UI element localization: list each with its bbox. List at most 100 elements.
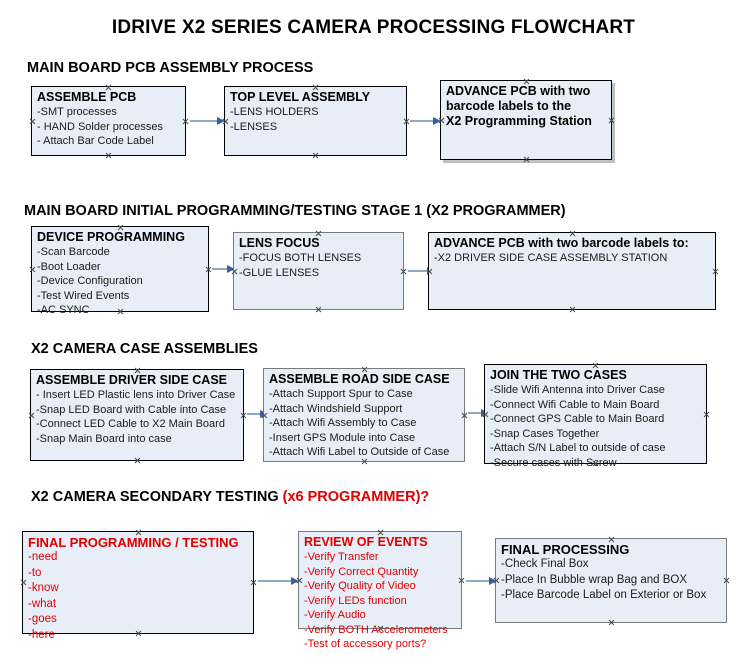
box-device-programming[interactable]: DEVICE PROGRAMMING -Scan Barcode -Boot L… [29, 226, 209, 316]
box-title: DEVICE PROGRAMMING [37, 230, 185, 244]
connection-handle-left[interactable] [28, 412, 35, 419]
box-line: -Boot Loader [37, 260, 101, 273]
box-line: -Attach Wifi Label to Outside of Case [269, 446, 450, 458]
box-line: -LENS HOLDERS [230, 106, 319, 118]
box-title: FINAL PROGRAMMING / TESTING [28, 535, 239, 550]
box-final-programming-testing[interactable]: FINAL PROGRAMMING / TESTING -need -to -k… [20, 531, 254, 641]
box-title: FINAL PROCESSING [501, 542, 630, 557]
arrow-device-programming-to-lens-focus [212, 265, 235, 273]
connection-handle-bottom[interactable] [312, 152, 319, 159]
section-header-text: X2 CAMERA SECONDARY TESTING [31, 489, 283, 505]
box-assemble-driver-side-case[interactable]: ASSEMBLE DRIVER SIDE CASE - Insert LED P… [30, 369, 244, 461]
arrow-top-level-assembly-to-advance-pcb [410, 117, 441, 125]
connection-handle-bottom[interactable] [315, 306, 322, 313]
box-assemble-road-side-case[interactable]: ASSEMBLE ROAD SIDE CASE -Attach Support … [263, 368, 465, 462]
section-header-x2-camera-secondary-testing: X2 CAMERA SECONDARY TESTING (x6 PROGRAMM… [31, 489, 429, 505]
box-line: -Connect GPS Cable to Main Board [490, 413, 665, 425]
connection-handle-bottom[interactable] [105, 152, 112, 159]
box-line: -AC SYNC [37, 304, 90, 316]
box-title: ASSEMBLE DRIVER SIDE CASE [36, 373, 228, 387]
arrow-road-side-to-join-cases [468, 409, 489, 417]
box-title: ASSEMBLE ROAD SIDE CASE [269, 372, 450, 386]
box-line: -need [28, 551, 58, 563]
connection-handle-right[interactable] [712, 268, 719, 275]
connection-handle-left[interactable] [29, 118, 36, 125]
box-line: -Connect Wifi Cable to Main Board [490, 398, 660, 411]
box-line: -Verify Quality of Video [304, 580, 416, 592]
box-line: -Attach Support Spur to Case [269, 388, 413, 400]
box-title: JOIN THE TWO CASES [490, 368, 627, 382]
box-line: -X2 DRIVER SIDE CASE ASSEMBLY STATION [434, 252, 668, 264]
section-header-text: X2 CAMERA CASE ASSEMBLIES [31, 341, 258, 357]
connection-handle-bottom[interactable] [569, 306, 576, 313]
section-header-text: MAIN BOARD INITIAL PROGRAMMING/TESTING S… [24, 203, 566, 219]
box-title: REVIEW OF EVENTS [304, 535, 428, 549]
box-top-level-assembly[interactable]: TOP LEVEL ASSEMBLY -LENS HOLDERS -LENSES [224, 86, 407, 156]
connection-handle-bottom[interactable] [523, 156, 530, 163]
box-line: -FOCUS BOTH LENSES [239, 252, 362, 264]
box-advance-pcb-driver-side-case[interactable]: ADVANCE PCB with two barcode labels to: … [428, 232, 716, 310]
box-line: -Check Final Box [501, 558, 589, 570]
section-header-text: MAIN BOARD PCB ASSEMBLY PROCESS [27, 60, 314, 76]
arrow-assemble-pcb-to-top-level-assembly [190, 117, 225, 125]
box-line: -know [28, 582, 59, 594]
box-advance-pcb-programming-station[interactable]: ADVANCE PCB with two barcode labels to t… [440, 80, 612, 160]
arrow-driver-side-to-road-side [247, 410, 268, 418]
box-line: -Scan Barcode [37, 246, 110, 258]
box-line: -Snap Main Board into case [36, 432, 172, 445]
connection-handle-bottom[interactable] [134, 457, 141, 464]
box-line: - Insert LED Plastic lens into Driver Ca… [36, 389, 236, 401]
box-final-processing[interactable]: FINAL PROCESSING -Check Final Box -Place… [495, 538, 727, 623]
arrow-final-programming-to-review-of-events [258, 577, 299, 585]
section-header-main-board-pcb-assembly: MAIN BOARD PCB ASSEMBLY PROCESS [27, 60, 313, 76]
box-line: -here [28, 628, 55, 641]
box-lens-focus[interactable]: LENS FOCUS -FOCUS BOTH LENSES -GLUE LENS… [233, 232, 404, 310]
box-line: -Attach Windshield Support [269, 402, 403, 415]
box-line: -Place In Bubble wrap Bag and BOX [501, 573, 688, 586]
box-title: ASSEMBLE PCB [37, 90, 137, 104]
connection-handle-left[interactable] [29, 266, 36, 273]
box-line: -Place Barcode Label on Exterior or Box [501, 589, 707, 601]
box-line: X2 Programming Station [446, 114, 592, 128]
box-line: -Snap LED Board with Cable into Case [36, 403, 227, 416]
arrow-lens-focus-to-advance-pcb [408, 267, 435, 275]
page-title: IDRIVE X2 SERIES CAMERA PROCESSING FLOWC… [111, 17, 636, 38]
box-line: -Attach Wifi Assembly to Case [269, 417, 417, 429]
box-title: ADVANCE PCB with two barcode labels to: [434, 236, 689, 250]
box-line: -Test Wired Events [37, 289, 130, 302]
box-line: -Attach S/N Label to outside of case [490, 442, 666, 454]
box-title: TOP LEVEL ASSEMBLY [230, 90, 371, 104]
box-line: -Verify Audio [304, 609, 366, 621]
box-line: - Attach Bar Code Label [37, 135, 154, 147]
box-line: -goes [28, 613, 57, 625]
section-header-accent: (x6 PROGRAMMER)? [282, 489, 430, 505]
box-line: -Secure cases with Screw [490, 456, 617, 469]
box-assemble-pcb[interactable]: ASSEMBLE PCB -SMT processes - HAND Solde… [31, 86, 186, 156]
box-line: -Verify LEDs function [304, 594, 407, 607]
box-line: -Device Configuration [37, 275, 143, 287]
section-header-main-board-initial-programming: MAIN BOARD INITIAL PROGRAMMING/TESTING S… [24, 203, 566, 219]
box-line: -what [28, 597, 57, 610]
box-line: -Snap Cases Together [490, 427, 600, 440]
connection-handle-bottom[interactable] [608, 619, 615, 626]
box-line: -GLUE LENSES [239, 266, 320, 279]
connection-handle-left[interactable] [20, 579, 27, 586]
section-header-x2-camera-case-assemblies: X2 CAMERA CASE ASSEMBLIES [31, 341, 258, 357]
box-line: -Connect LED Cable to X2 Main Board [36, 418, 225, 430]
box-line: -Verify BOTH Accelerometers [304, 623, 448, 636]
box-title: LENS FOCUS [239, 236, 320, 250]
box-line: -Verify Transfer [304, 551, 379, 563]
box-line: barcode labels to the [446, 99, 572, 113]
box-line: -Insert GPS Module into Case [269, 431, 416, 444]
box-line: - HAND Solder processes [37, 120, 163, 133]
box-line: -SMT processes [37, 106, 117, 118]
box-line: -LENSES [230, 120, 278, 133]
box-title: ADVANCE PCB with two [446, 84, 591, 98]
box-line: -to [28, 566, 42, 579]
box-line: -Test of accessory ports? [304, 638, 427, 650]
box-line: -Slide Wifi Antenna into Driver Case [490, 384, 665, 396]
box-line: -Verify Correct Quantity [304, 565, 419, 578]
box-join-the-two-cases[interactable]: JOIN THE TWO CASES -Slide Wifi Antenna i… [484, 364, 707, 469]
box-review-of-events[interactable]: REVIEW OF EVENTS -Verify Transfer -Verif… [298, 531, 462, 650]
